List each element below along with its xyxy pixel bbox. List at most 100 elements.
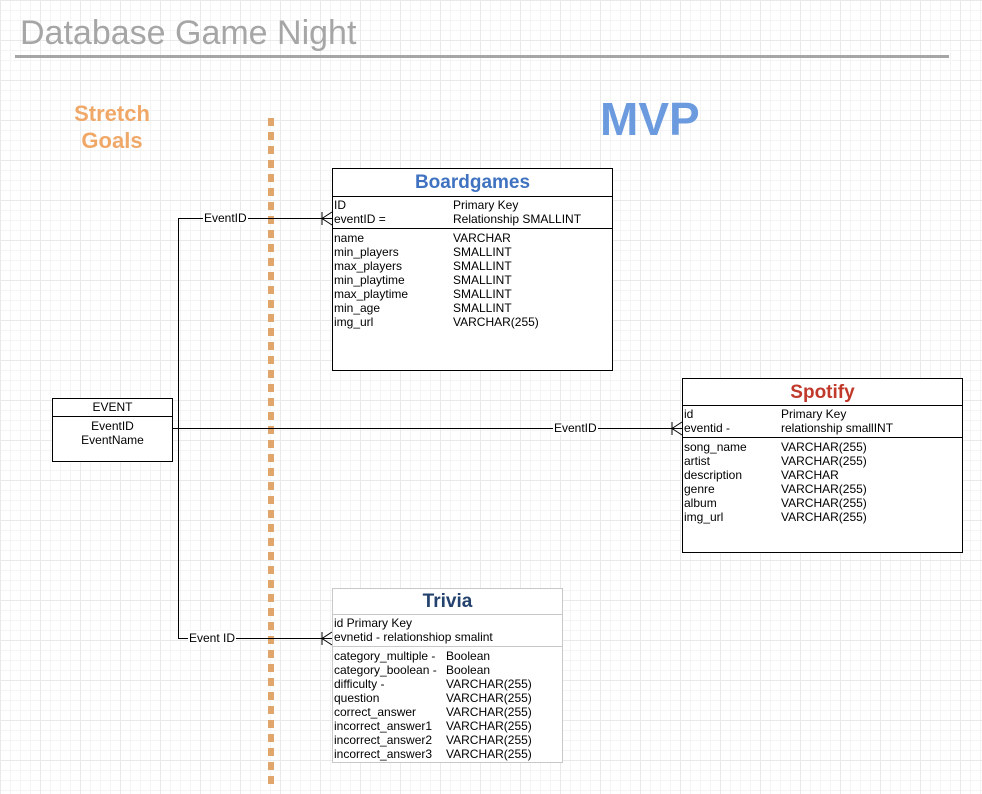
field-row: category_boolean -Boolean [334,663,561,677]
field-type: VARCHAR(255) [446,733,532,747]
field-name: category_boolean - [334,663,437,677]
key-name: eventID = [334,212,386,226]
crowfoot-spotify [671,421,683,436]
key-name: id [684,407,694,421]
field-name: img_url [684,510,724,524]
key-row: eventid - relationship smallINT [684,421,961,435]
trivia-table-title: Trivia [333,589,562,615]
page-title: Database Game Night [20,14,357,52]
spotify-table[interactable]: Spotify id Primary Key eventid - relations… [682,378,963,553]
field-name: artist [684,454,711,468]
event-field: EventID [91,419,134,433]
field-type: VARCHAR(255) [453,315,539,329]
boardgames-table-title: Boardgames [333,169,612,197]
trivia-table[interactable]: Trivia id Primary Key evnetid - relation… [332,588,563,763]
boardgames-table[interactable]: Boardgames ID Primary Key eventID = Relati… [332,168,613,371]
key-name: ID [334,198,346,212]
field-name: correct_answer [334,705,417,719]
title-underline [15,55,949,58]
field-row: max_players SMALLINT [334,259,611,273]
field-name: max_playtime [334,287,409,301]
connector-label-boardgames: EventID [203,211,248,225]
field-name: category_multiple - [334,649,436,663]
field-type: VARCHAR(255) [446,747,532,761]
field-row: artist VARCHAR(255) [684,454,961,468]
field-type: VARCHAR(255) [446,705,532,719]
key-row: id Primary Key [684,407,961,421]
key-row: ID Primary Key [334,198,611,212]
field-type: VARCHAR(255) [781,496,867,510]
field-row: img_url VARCHAR(255) [334,315,611,329]
field-row: min_playtime SMALLINT [334,273,611,287]
field-name: song_name [684,440,747,454]
crowfoot-boardgames [321,211,333,226]
key-type: Primary Key [781,407,847,421]
field-type: VARCHAR(255) [781,440,867,454]
field-row: min_players SMALLINT [334,245,611,259]
field-name: genre [684,482,715,496]
connector-event-trivia [178,428,332,639]
boardgames-key-section: ID Primary Key eventID = Relationship SMAL… [333,197,612,229]
field-type: VARCHAR [453,231,511,245]
field-type: VARCHAR(255) [781,454,867,468]
field-type: SMALLINT [453,301,512,315]
field-row: img_url VARCHAR(255) [684,510,961,524]
event-table[interactable]: EVENT EventID EventName [52,398,173,462]
key-name: evnetid - relationshiop smalint [334,630,493,644]
field-type: SMALLINT [453,287,512,301]
field-type: VARCHAR(255) [446,677,532,691]
field-type: SMALLINT [453,259,512,273]
key-type: Primary Key [453,198,519,212]
key-name: eventid - [684,421,731,435]
event-table-header: EVENT [53,399,172,417]
event-field: EventName [81,433,144,447]
section-divider [268,118,274,784]
field-name: incorrect_answer1 [334,719,433,733]
stretch-goals-label-line: Goals [81,128,143,153]
field-name: incorrect_answer2 [334,733,433,747]
field-type: VARCHAR(255) [781,510,867,524]
mvp-label: MVP [600,93,700,145]
field-name: min_players [334,245,399,259]
field-type: VARCHAR(255) [446,691,532,705]
field-row: song_name VARCHAR(255) [684,440,961,454]
field-type: VARCHAR(255) [781,482,867,496]
key-type: relationship smallINT [781,421,894,435]
key-row: eventID = Relationship SMALLINT [334,212,611,226]
field-type: SMALLINT [453,245,512,259]
key-row: evnetid - relationshiop smalint [334,630,561,644]
field-name: name [334,231,365,245]
field-type: SMALLINT [453,273,512,287]
field-row: genre VARCHAR(255) [684,482,961,496]
field-row: incorrect_answer2 VARCHAR(255) [334,733,561,747]
field-row: name VARCHAR [334,231,611,245]
field-type: VARCHAR [781,468,839,482]
crowfoot-trivia [321,631,333,646]
connector-event-boardgames [173,218,332,429]
field-name: min_playtime [334,273,405,287]
field-name: question [334,691,380,705]
field-row: max_playtime SMALLINT [334,287,611,301]
spotify-key-section: id Primary Key eventid - relationship smal… [683,406,962,438]
field-name: max_players [334,259,403,273]
trivia-field-section: category_multiple - Boolean category_bool… [333,647,562,763]
field-name: img_url [334,315,374,329]
connector-label-spotify: EventID [553,421,598,435]
field-name: description [684,468,743,482]
key-name: id Primary Key [334,616,413,630]
field-name: min_age [334,301,381,315]
field-type: Boolean [446,649,491,663]
stretch-goals-label-line: Stretch [74,101,150,126]
field-row: category_multiple - Boolean [334,649,561,663]
connector-label-trivia: Event ID [188,631,237,645]
spotify-table-title: Spotify [683,379,962,406]
key-type: Relationship SMALLINT [453,212,582,226]
key-row: id Primary Key [334,616,561,630]
field-row: question VARCHAR(255) [334,691,561,705]
trivia-key-section: id Primary Key evnetid - relationshiop s… [333,615,562,647]
